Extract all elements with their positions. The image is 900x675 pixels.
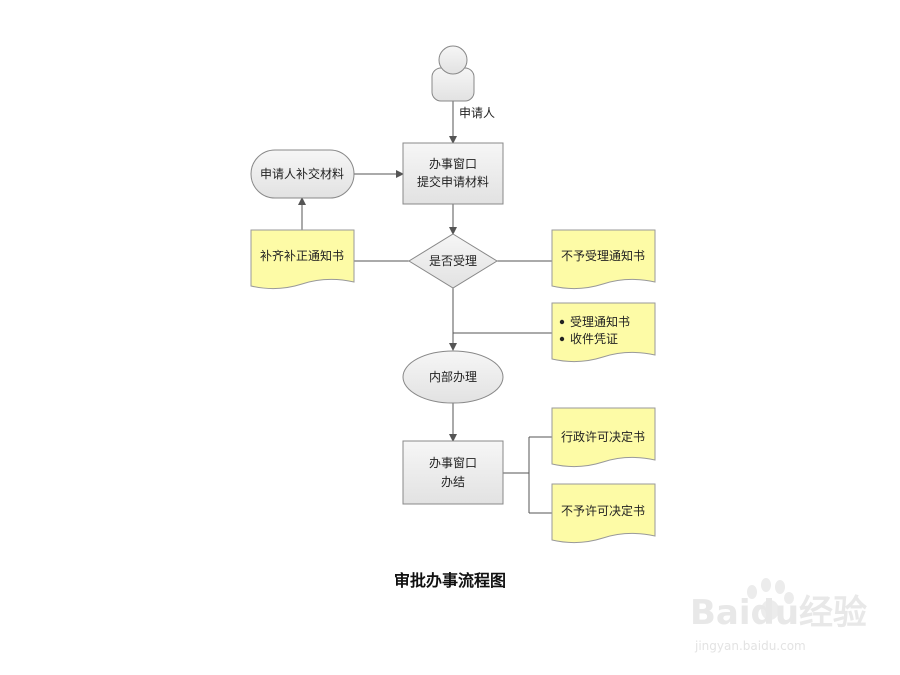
supplement-terminal xyxy=(250,149,355,199)
decision-label: 是否受理 xyxy=(429,254,477,268)
correction-notice-document xyxy=(250,229,355,290)
watermark-logo: Baidu经验 xyxy=(690,593,867,633)
actor-label: 申请人 xyxy=(459,106,495,120)
watermark-url: jingyan.baidu.com xyxy=(694,639,806,653)
reject-notice-label: 不予受理通知书 xyxy=(561,249,645,263)
submit-process-line1: 办事窗口 xyxy=(429,156,477,171)
complete-process-line1: 办事窗口 xyxy=(429,455,477,470)
complete-process-line2: 办结 xyxy=(441,474,465,489)
accept-docs-document xyxy=(551,302,656,363)
no-permit-document xyxy=(551,483,656,544)
submit-process-box xyxy=(402,142,504,205)
accept-docs-bullet-1 xyxy=(559,319,565,325)
decision-diamond xyxy=(408,233,498,289)
complete-process-box xyxy=(402,440,504,505)
correction-notice-label: 补齐补正通知书 xyxy=(260,248,344,263)
accept-docs-bullet-2 xyxy=(559,336,565,342)
connectors xyxy=(298,101,552,514)
diagram-title: 审批办事流程图 xyxy=(394,571,506,590)
actor-person-icon xyxy=(431,45,475,102)
supplement-label: 申请人补交材料 xyxy=(260,166,344,181)
permit-document xyxy=(551,407,656,468)
baidu-watermark: Baidu经验 jingyan.baidu.com xyxy=(690,578,867,653)
paw-icon xyxy=(747,578,794,620)
internal-processing-label: 内部办理 xyxy=(429,369,477,384)
submit-process-line2: 提交申请材料 xyxy=(417,174,489,189)
internal-processing-ellipse xyxy=(402,350,504,404)
reject-notice-document xyxy=(551,229,656,290)
permit-label: 行政许可决定书 xyxy=(561,429,645,444)
accept-docs-item2: 收件凭证 xyxy=(570,331,618,346)
no-permit-label: 不予许可决定书 xyxy=(561,503,645,518)
accept-docs-item1: 受理通知书 xyxy=(570,315,630,329)
